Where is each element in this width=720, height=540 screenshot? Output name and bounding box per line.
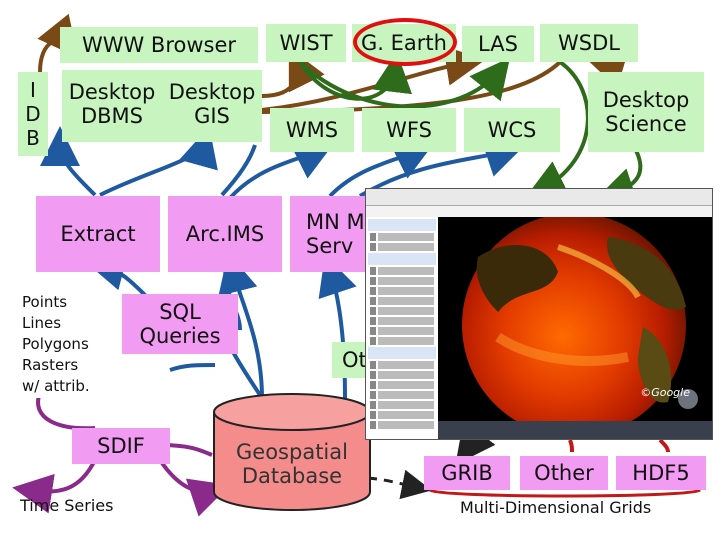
ge-sidebar-row: [370, 317, 434, 325]
ge-sidebar-row: [370, 361, 434, 369]
idb-box: I D B: [18, 72, 48, 156]
ge-globe-view: ©Google: [438, 213, 712, 437]
ge-search-panel: [368, 219, 436, 231]
ge-sidebar-row: [370, 401, 434, 409]
las-box: LAS: [462, 26, 534, 62]
ge-title-bar: [366, 189, 712, 206]
sql-queries-box: SQL Queries: [122, 294, 238, 354]
wist-box: WIST: [266, 24, 346, 62]
geospatial-database-cylinder: [213, 393, 371, 511]
ge-menu-bar: [366, 206, 712, 218]
arcims-box: Arc.IMS: [168, 196, 282, 272]
time-series-label: Time Series: [20, 496, 114, 515]
extract-box: Extract: [36, 196, 160, 272]
ge-sidebar: [366, 217, 439, 439]
google-earth-highlight-ellipse: [353, 18, 457, 66]
wcs-box: WCS: [464, 108, 560, 152]
ge-sidebar-row: [370, 243, 434, 251]
wfs-box: WFS: [362, 108, 456, 152]
ge-sidebar-row: [370, 411, 434, 419]
globe-icon: [462, 213, 698, 437]
ge-bottom-toolbar: [438, 421, 712, 439]
geospatial-database-label: Geospatial Database: [236, 440, 348, 488]
ge-sidebar-row: [370, 233, 434, 241]
ge-sidebar-row: [370, 277, 434, 285]
ge-sidebar-row: [370, 327, 434, 335]
hdf5-box: HDF5: [616, 456, 706, 490]
ge-sidebar-row: [370, 297, 434, 305]
ge-sidebar-row: [370, 391, 434, 399]
mn-map-server-box: MN M Serv: [290, 196, 370, 272]
ge-sidebar-row: [370, 421, 434, 429]
other-box: Other: [520, 456, 608, 490]
desktop-dbms-gis-box: Desktop DBMS Desktop GIS: [62, 70, 262, 142]
ge-sidebar-row: [370, 307, 434, 315]
ge-sidebar-row: [370, 287, 434, 295]
ge-google-logo: ©Google: [640, 386, 690, 399]
feature-types-list: Points Lines Polygons Rasters w/ attrib.: [18, 290, 112, 398]
wsdl-box: WSDL: [540, 24, 638, 62]
sdif-box: SDIF: [72, 428, 170, 464]
ge-sidebar-row: [370, 337, 434, 345]
ge-layers-panel: [368, 347, 436, 359]
ge-sidebar-row: [370, 381, 434, 389]
ge-places-panel: [368, 253, 436, 265]
wms-box: WMS: [270, 108, 354, 152]
desktop-science-box: Desktop Science: [588, 72, 704, 152]
ge-sidebar-row: [370, 267, 434, 275]
ge-sidebar-row: [370, 371, 434, 379]
grib-box: GRIB: [424, 456, 510, 490]
google-earth-screenshot: ©Google: [365, 188, 713, 440]
desktop-gis-label: Desktop GIS: [168, 80, 256, 128]
www-browser-box: WWW Browser: [60, 27, 258, 63]
desktop-dbms-label: Desktop DBMS: [68, 80, 156, 128]
multi-dimensional-grids-label: Multi-Dimensional Grids: [460, 498, 652, 517]
